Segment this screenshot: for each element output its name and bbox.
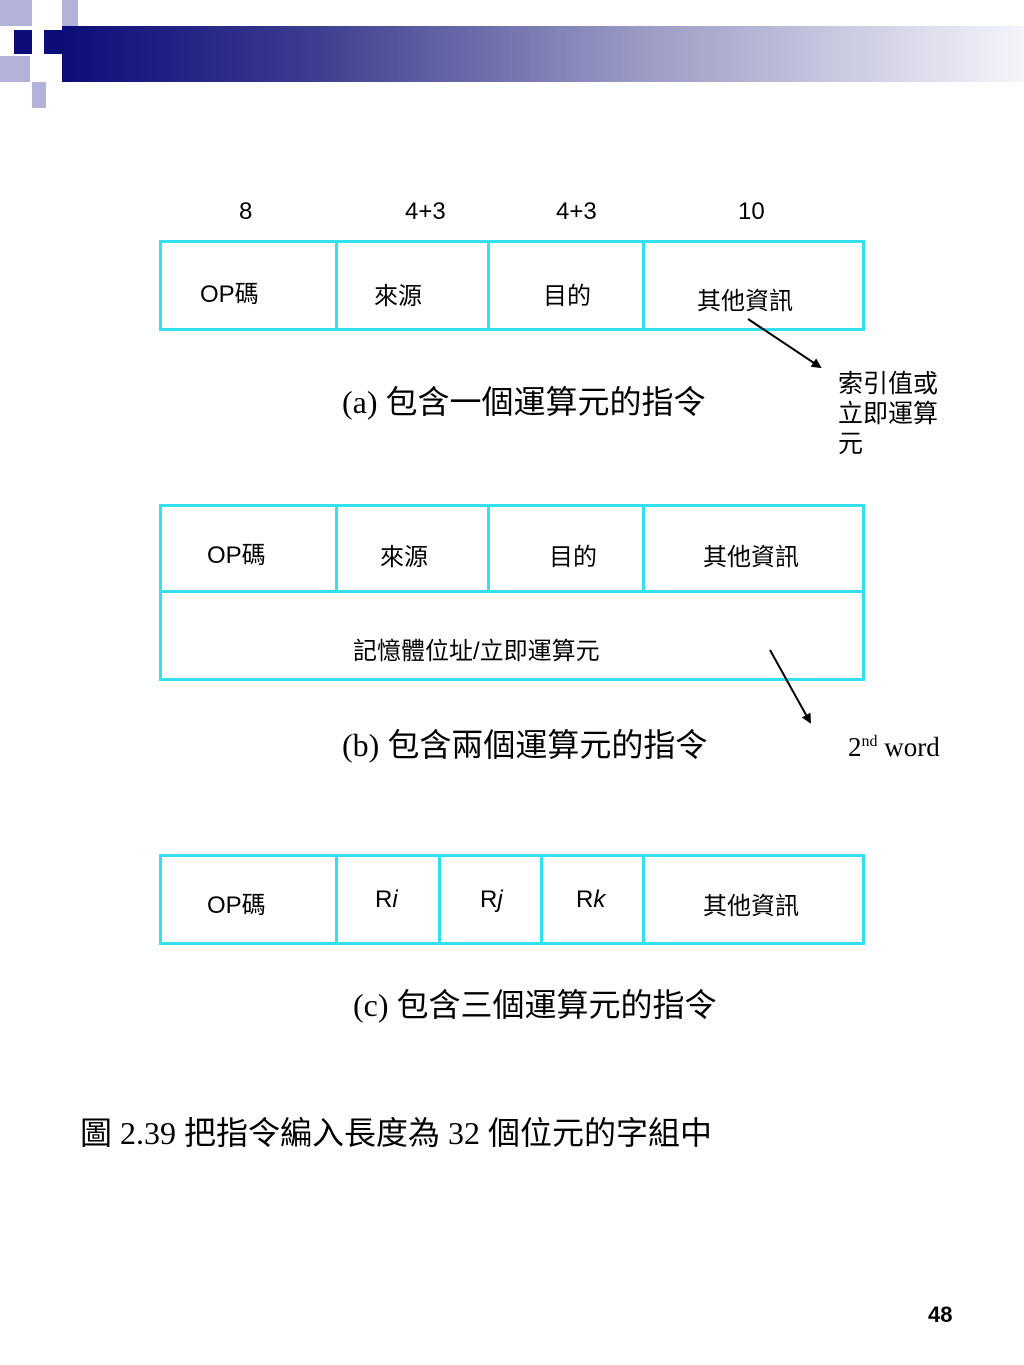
header-square bbox=[32, 82, 46, 108]
header-square bbox=[0, 0, 32, 26]
format-b-source-field: 來源 bbox=[380, 544, 428, 571]
format-a-other-field: 其他資訊 bbox=[697, 288, 793, 315]
format-a-caption: (a) 包含一個運算元的指令 bbox=[342, 384, 706, 420]
format-a-divider bbox=[487, 240, 490, 331]
format-c-caption: (c) 包含三個運算元的指令 bbox=[353, 987, 717, 1023]
format-a-dest-field: 目的 bbox=[543, 283, 591, 310]
format-a-frame bbox=[159, 240, 865, 331]
format-c-other-field: 其他資訊 bbox=[703, 893, 799, 920]
format-b-divider bbox=[487, 504, 490, 592]
format-a-op-field: OP碼 bbox=[200, 281, 259, 308]
bit-width-source: 4+3 bbox=[405, 198, 446, 225]
bit-width-other: 10 bbox=[738, 198, 765, 225]
format-c-divider bbox=[438, 854, 441, 945]
format-a-divider bbox=[335, 240, 338, 331]
format-c-register-j: Rj bbox=[480, 886, 503, 913]
format-a-annotation: 索引值或 立即運算 元 bbox=[838, 371, 939, 458]
format-b-dest-field: 目的 bbox=[549, 544, 597, 571]
format-a-source-field: 來源 bbox=[374, 283, 422, 310]
format-b-caption: (b) 包含兩個運算元的指令 bbox=[342, 727, 708, 763]
header-square bbox=[32, 0, 62, 26]
format-c-register-k: Rk bbox=[576, 886, 606, 913]
header-square bbox=[62, 0, 78, 26]
format-b-op-field: OP碼 bbox=[207, 542, 266, 569]
format-b-row-divider bbox=[159, 590, 865, 593]
format-c-divider bbox=[642, 854, 645, 945]
header-square bbox=[44, 30, 62, 54]
header-square bbox=[30, 56, 46, 82]
format-b-other-field: 其他資訊 bbox=[703, 544, 799, 571]
format-b-second-word: 記憶體位址/立即運算元 bbox=[353, 638, 600, 665]
header-square bbox=[14, 30, 32, 54]
format-c-register-i: Ri bbox=[375, 886, 398, 913]
header-square bbox=[0, 56, 30, 82]
format-b-divider bbox=[642, 504, 645, 592]
bit-width-op: 8 bbox=[239, 198, 253, 225]
format-c-op-field: OP碼 bbox=[207, 892, 266, 919]
page-number: 48 bbox=[928, 1302, 953, 1327]
format-b-divider bbox=[335, 504, 338, 592]
format-c-divider bbox=[335, 854, 338, 945]
header-gradient-bar bbox=[62, 26, 1024, 82]
format-c-frame bbox=[159, 854, 865, 945]
format-c-divider bbox=[540, 854, 543, 945]
bit-width-dest: 4+3 bbox=[556, 198, 597, 225]
header-square bbox=[0, 26, 14, 56]
format-b-annotation: 2nd word bbox=[848, 732, 940, 762]
format-a-divider bbox=[642, 240, 645, 331]
figure-caption: 圖 2.39 把指令編入長度為 32 個位元的字組中 bbox=[80, 1115, 713, 1151]
